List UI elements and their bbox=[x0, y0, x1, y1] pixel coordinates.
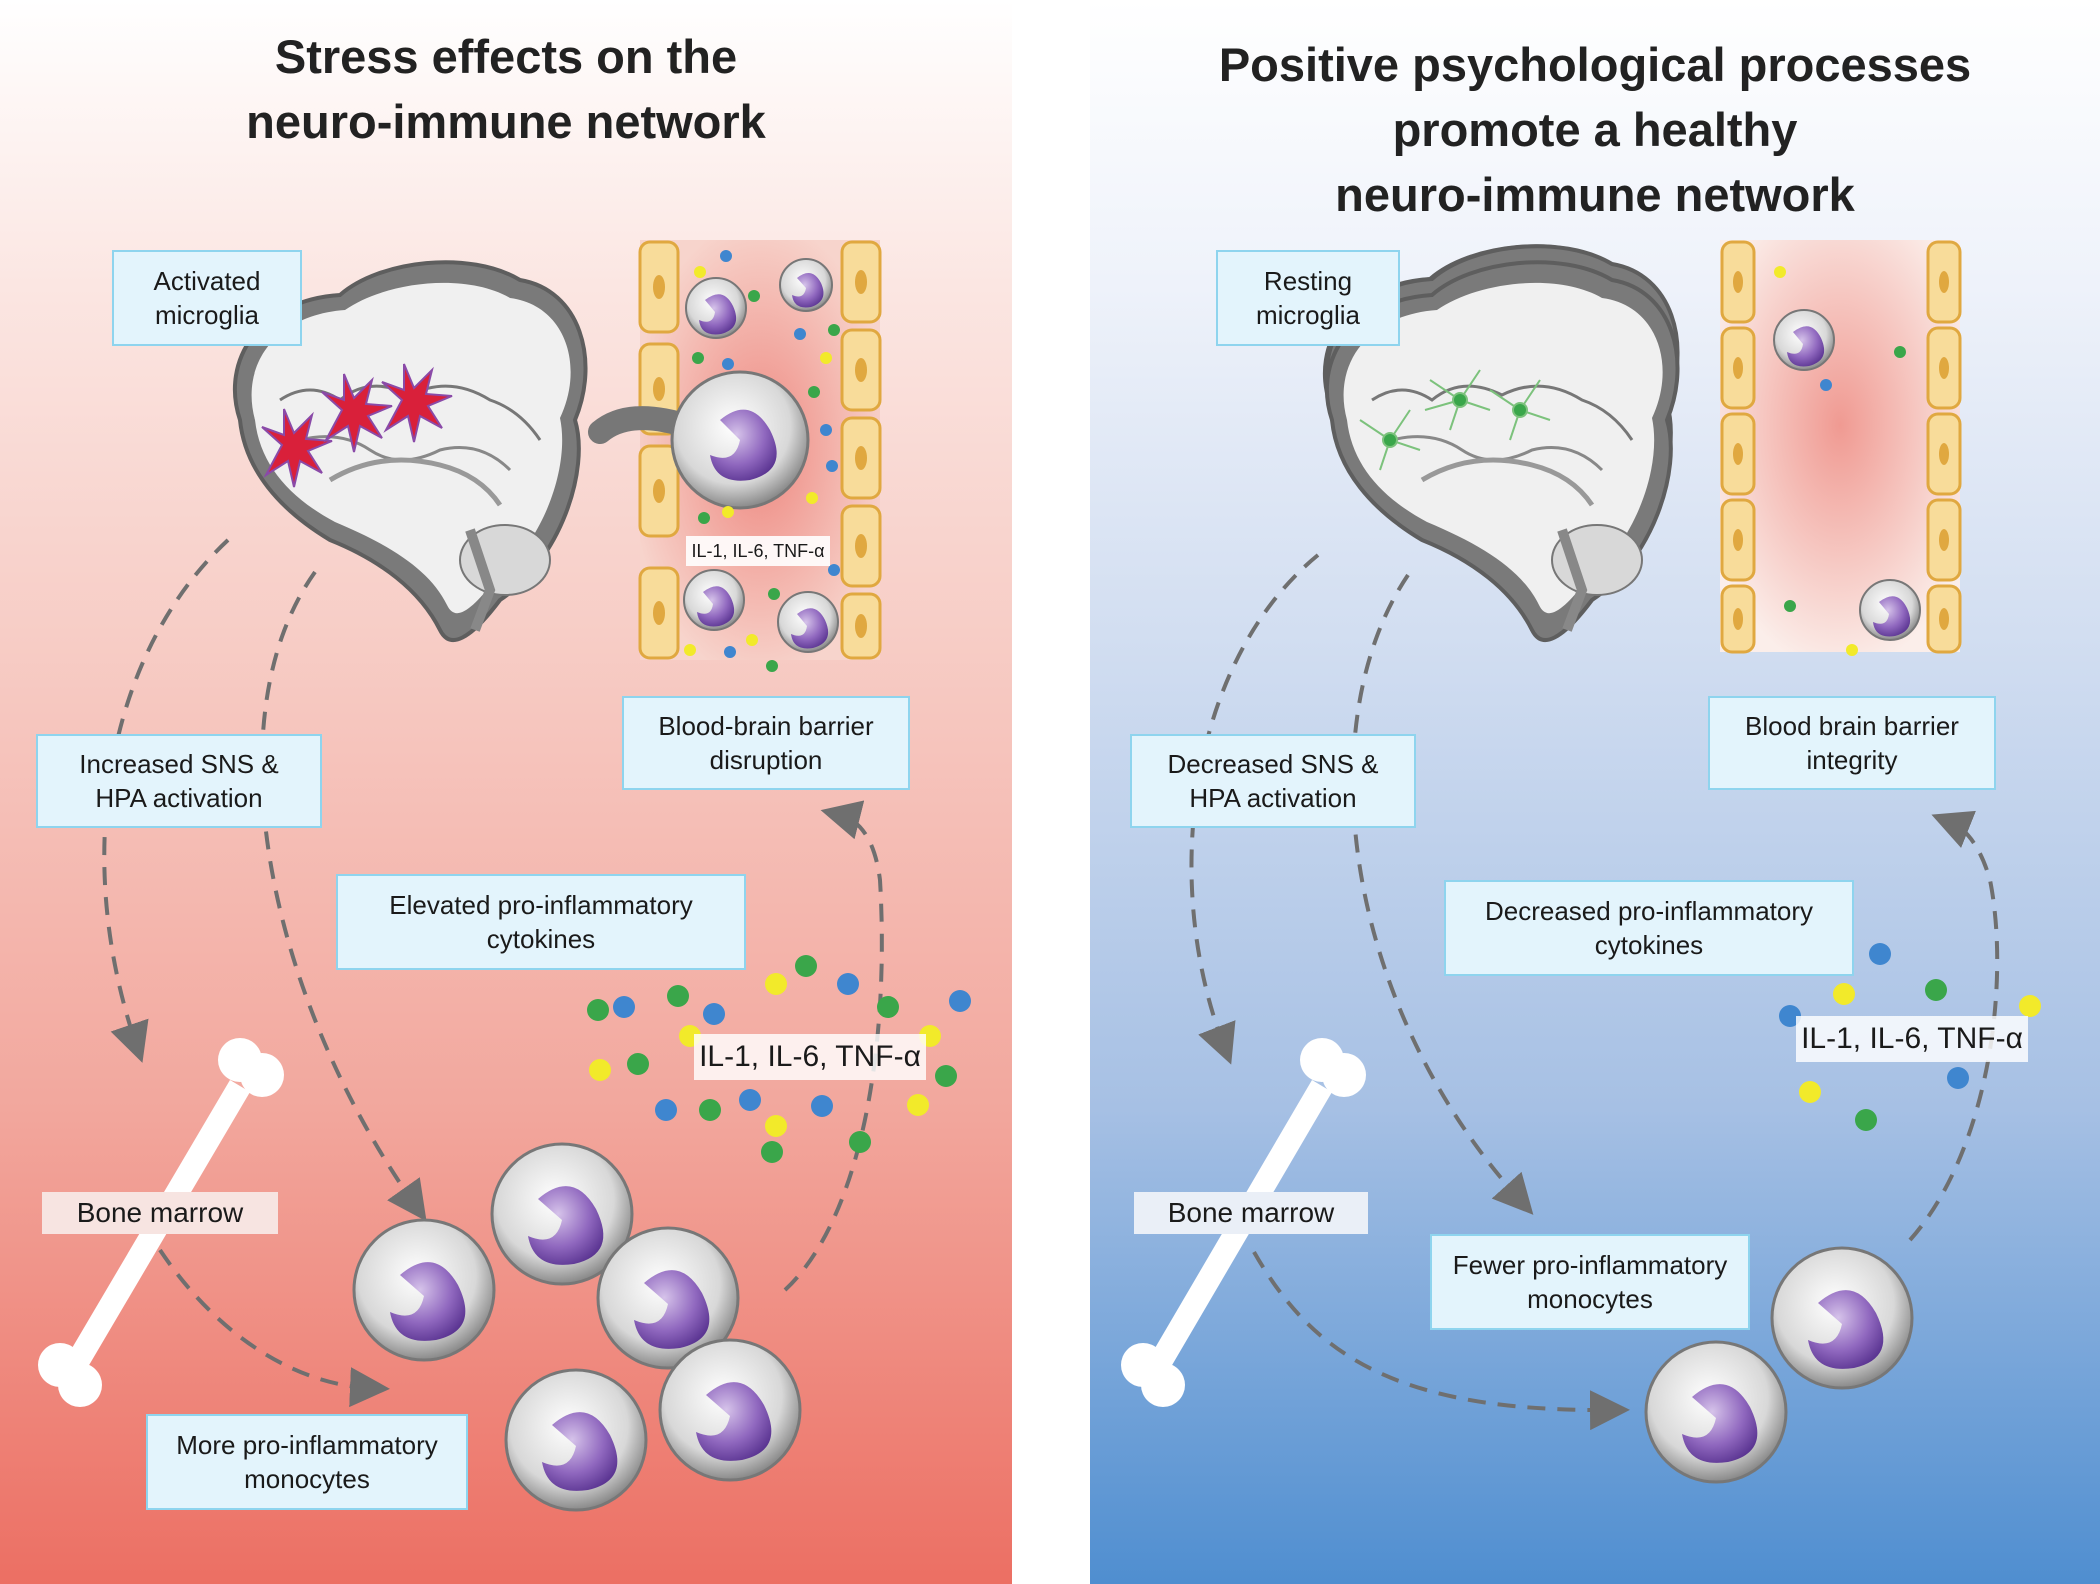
monocyte bbox=[490, 1142, 634, 1286]
positive-panel: Positive psychological processes promote… bbox=[1090, 0, 2100, 1584]
resting-brain bbox=[1325, 260, 1680, 642]
monocytes-label: More pro-inflammatory monocytes bbox=[146, 1414, 468, 1510]
activated-microglia-label: Activated microglia bbox=[112, 250, 302, 346]
stress-panel-title: Stress effects on the neuro-immune netwo… bbox=[246, 30, 766, 148]
monocyte bbox=[596, 1226, 740, 1370]
cytokines-label: Decreased pro-inflammatory cytokines bbox=[1444, 880, 1854, 976]
bbb-disruption-label: Blood-brain barrier disruption bbox=[622, 696, 910, 790]
monocyte bbox=[658, 1338, 802, 1482]
vessel-cytokine-names-label: IL-1, IL-6, TNF-α bbox=[686, 536, 830, 566]
monocyte-pair bbox=[1644, 1246, 1914, 1484]
bone-marrow-label: Bone marrow bbox=[42, 1192, 278, 1234]
monocytes-label: Fewer pro-inflammatory monocytes bbox=[1430, 1234, 1750, 1330]
resting-microglia-icon bbox=[1359, 369, 1551, 471]
cytokine-names-label: IL-1, IL-6, TNF-α bbox=[694, 1034, 926, 1080]
free-cytokines bbox=[1779, 943, 2041, 1131]
bone-marrow-label: Bone marrow bbox=[1134, 1192, 1368, 1234]
stress-diagram-graphics bbox=[38, 240, 971, 1512]
monocyte bbox=[504, 1368, 648, 1512]
intact-blood-vessel bbox=[1720, 240, 1962, 656]
monocyte bbox=[1644, 1340, 1788, 1484]
monocyte-cluster bbox=[352, 1142, 802, 1512]
sns-hpa-activation-label: Decreased SNS & HPA activation bbox=[1130, 734, 1416, 828]
cytokine-names-label: IL-1, IL-6, TNF-α bbox=[1796, 1016, 2028, 1062]
activated-microglia-icon bbox=[261, 363, 453, 488]
resting-microglia-label: Resting microglia bbox=[1216, 250, 1400, 346]
stress-panel: Stress effects on the neuro-immune netwo… bbox=[0, 0, 1012, 1584]
sns-hpa-activation-label: Increased SNS & HPA activation bbox=[36, 734, 322, 828]
brain-icon bbox=[233, 260, 588, 642]
free-cytokines bbox=[587, 955, 971, 1163]
positive-panel-title: Positive psychological processes promote… bbox=[1218, 38, 1972, 221]
cytokines-label: Elevated pro-inflammatory cytokines bbox=[336, 874, 746, 970]
bbb-integrity-label: Blood brain barrier integrity bbox=[1708, 696, 1996, 790]
monocyte bbox=[1770, 1246, 1914, 1390]
monocyte bbox=[352, 1218, 496, 1362]
disrupted-blood-vessel bbox=[588, 240, 882, 672]
